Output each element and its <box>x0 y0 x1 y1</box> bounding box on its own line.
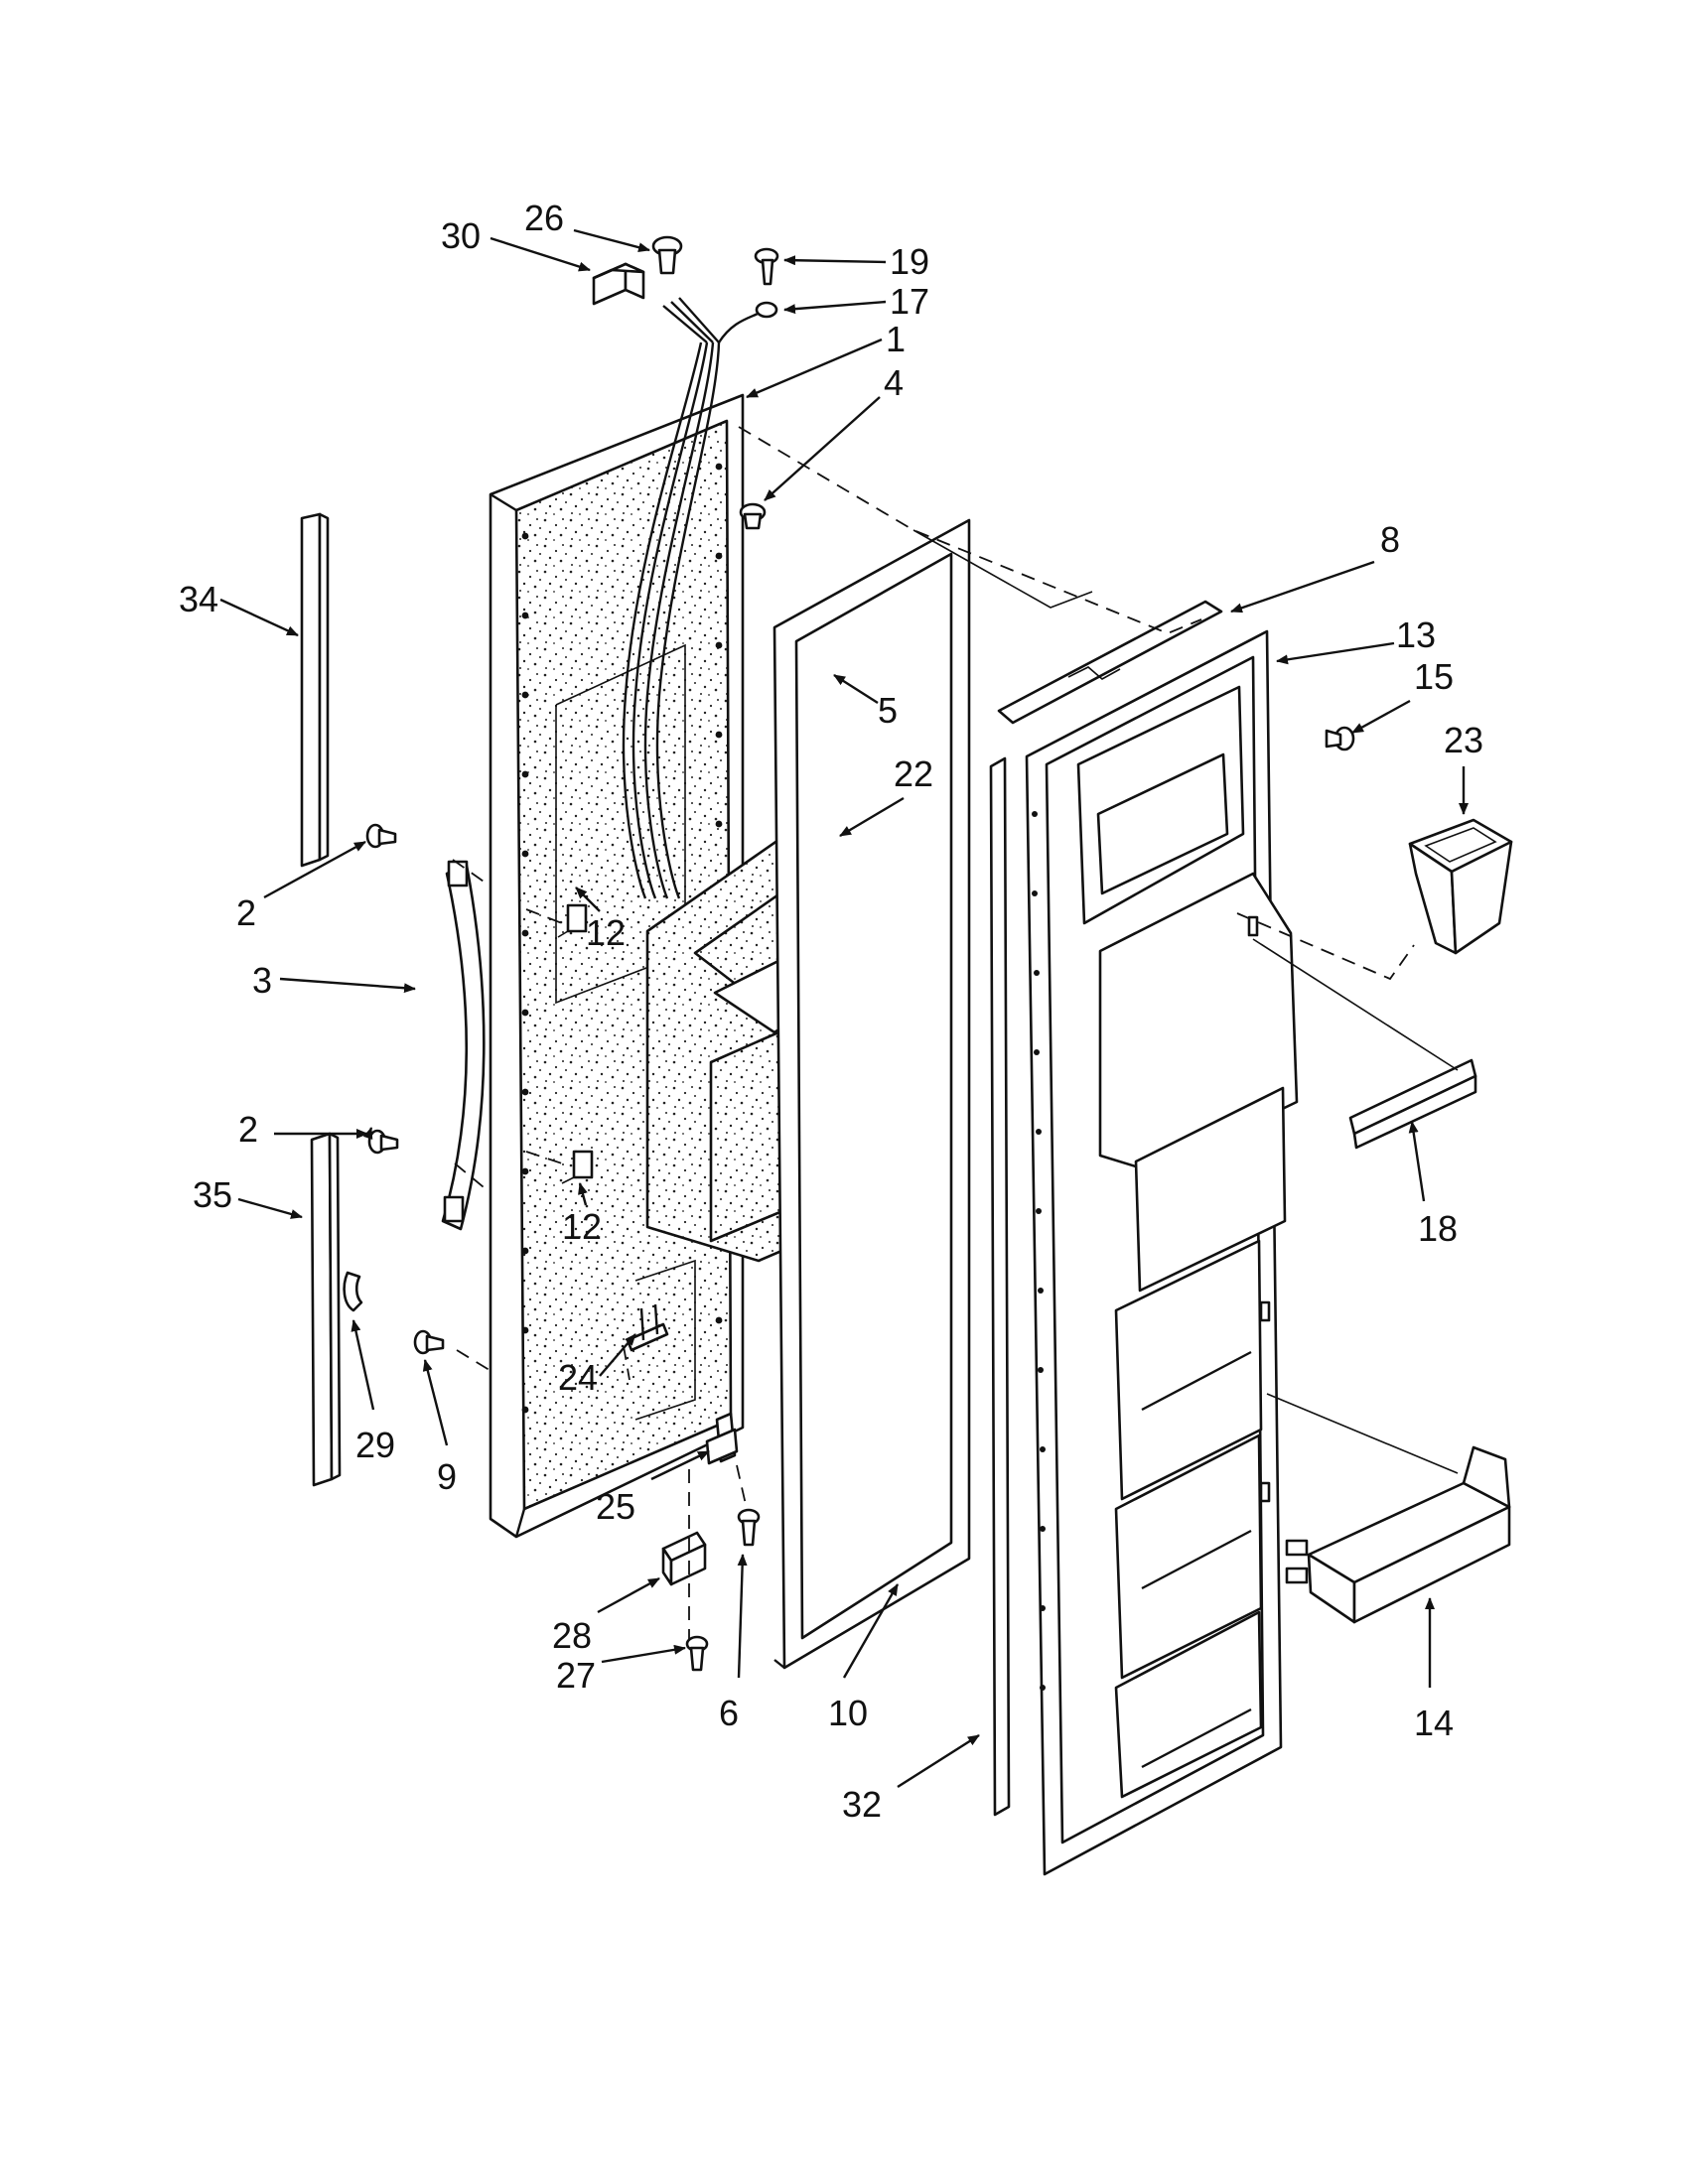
callout-12-upper: 12 <box>586 912 626 953</box>
callout-15: 15 <box>1414 656 1454 697</box>
callout-2-upper: 2 <box>236 892 256 933</box>
callout-3: 3 <box>252 960 272 1001</box>
wire-harness <box>622 297 778 899</box>
callout-5: 5 <box>878 690 898 731</box>
callout-13: 13 <box>1396 614 1436 655</box>
door-trim-35 <box>310 1132 342 1487</box>
callout-26: 26 <box>524 198 564 238</box>
callout-10: 10 <box>828 1693 868 1733</box>
door-gasket <box>772 518 971 1670</box>
callout-12-lower: 12 <box>562 1206 602 1247</box>
door-handle <box>441 860 486 1231</box>
callout-23: 23 <box>1444 720 1483 760</box>
ground-screw <box>754 247 779 286</box>
liner-bracket-8 <box>997 600 1223 725</box>
callout-34: 34 <box>179 579 218 619</box>
screw-9 <box>413 1329 445 1355</box>
callout-18: 18 <box>1418 1208 1458 1249</box>
handle-screw-lower <box>367 1129 399 1155</box>
screw-15 <box>1325 726 1355 751</box>
callout-8: 8 <box>1380 519 1400 560</box>
callout-17: 17 <box>890 281 929 322</box>
callout-14: 14 <box>1414 1703 1454 1743</box>
bracket-12-lower <box>561 1150 594 1184</box>
assembly-lines <box>452 426 1459 1640</box>
callout-28: 28 <box>552 1615 592 1656</box>
screw-27 <box>685 1635 709 1672</box>
door-trim-34 <box>300 512 330 868</box>
callout-35: 35 <box>193 1174 232 1215</box>
callout-25: 25 <box>596 1486 635 1527</box>
trim-strip-32 <box>989 756 1011 1817</box>
ice-chute <box>1408 818 1513 955</box>
callout-30: 30 <box>441 215 481 256</box>
clip-29 <box>343 1271 363 1312</box>
callout-24: 24 <box>558 1357 598 1398</box>
hinge-block-28 <box>661 1531 707 1586</box>
wire-connector <box>592 262 645 306</box>
door-liner <box>1025 629 1299 1876</box>
callout-32: 32 <box>842 1784 882 1825</box>
callout-29: 29 <box>355 1425 395 1465</box>
shelf-bar-18 <box>1348 1058 1477 1150</box>
callout-labels: 30 26 19 17 1 4 8 34 13 15 5 23 22 2 12 … <box>179 198 1483 1825</box>
bracket-12-upper <box>557 903 588 938</box>
callout-6: 6 <box>719 1693 739 1733</box>
callout-2-lower: 2 <box>238 1109 258 1150</box>
callout-22: 22 <box>894 753 933 794</box>
door-bin-14 <box>1285 1445 1511 1624</box>
callout-9: 9 <box>437 1456 457 1497</box>
door-plug-button <box>739 502 767 530</box>
callout-1: 1 <box>886 319 906 359</box>
callout-4: 4 <box>884 362 904 403</box>
callout-leaders <box>219 228 1469 1789</box>
bracket-24 <box>626 1303 669 1352</box>
callout-27: 27 <box>556 1655 596 1696</box>
handle-screw-upper <box>365 823 397 849</box>
callout-19: 19 <box>890 241 929 282</box>
screw-6 <box>737 1508 761 1547</box>
grommet-plug <box>651 235 683 275</box>
